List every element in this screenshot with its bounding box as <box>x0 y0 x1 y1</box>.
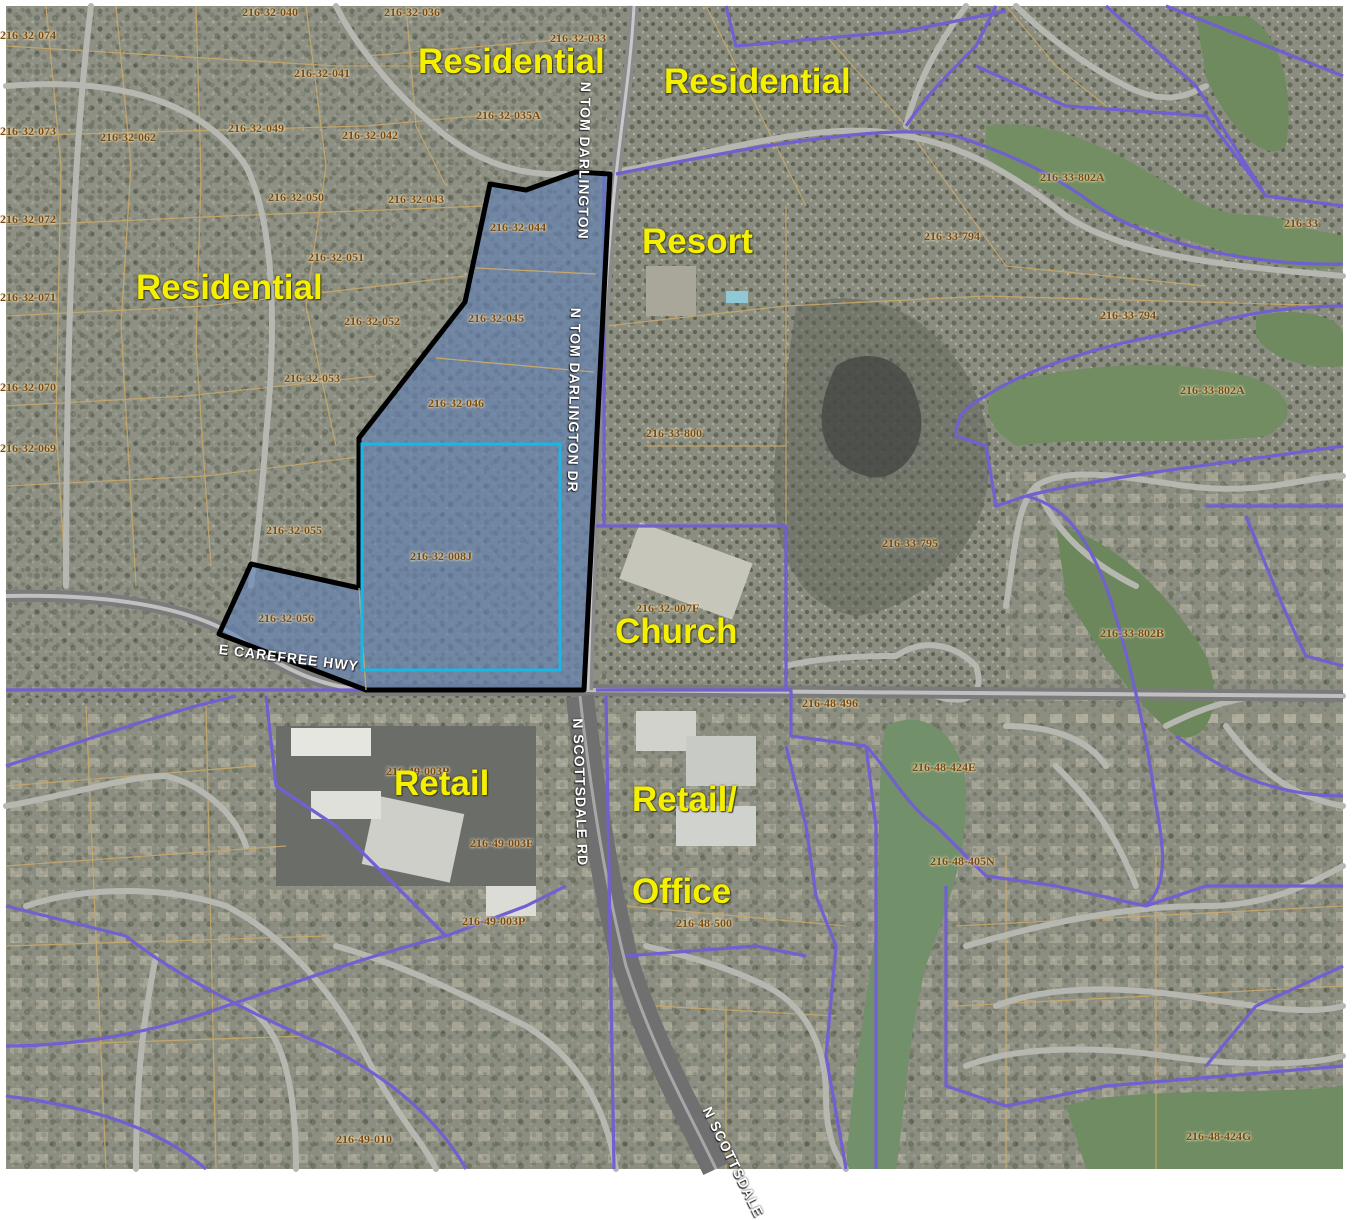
aerial-map[interactable]: 216-32-040 216-32-036 216-32-074 216-32-… <box>0 3 1346 1220</box>
golf-green-7 <box>1066 1086 1343 1169</box>
golf-green-4 <box>987 365 1288 446</box>
resort-pool <box>726 291 748 303</box>
golf-green-1 <box>1196 16 1289 152</box>
retail-building-main <box>361 795 465 883</box>
retail-building-3 <box>311 791 381 819</box>
scottsdale-rd-median <box>578 695 718 1170</box>
resort-building <box>646 266 696 316</box>
office-building-2 <box>686 736 756 786</box>
zoning-lines <box>5 4 1344 1171</box>
office-building-3 <box>676 806 756 846</box>
golf-green-2 <box>986 124 1343 269</box>
subject-subparcel-highlight <box>360 442 562 672</box>
retail-building-2 <box>291 728 371 756</box>
subject-property-outline <box>216 169 613 693</box>
map-canvas <box>3 3 1346 1176</box>
rock-area <box>773 298 990 616</box>
golf-green-3 <box>1256 312 1343 367</box>
golf-green-5 <box>1056 526 1215 738</box>
church-building <box>619 522 753 620</box>
